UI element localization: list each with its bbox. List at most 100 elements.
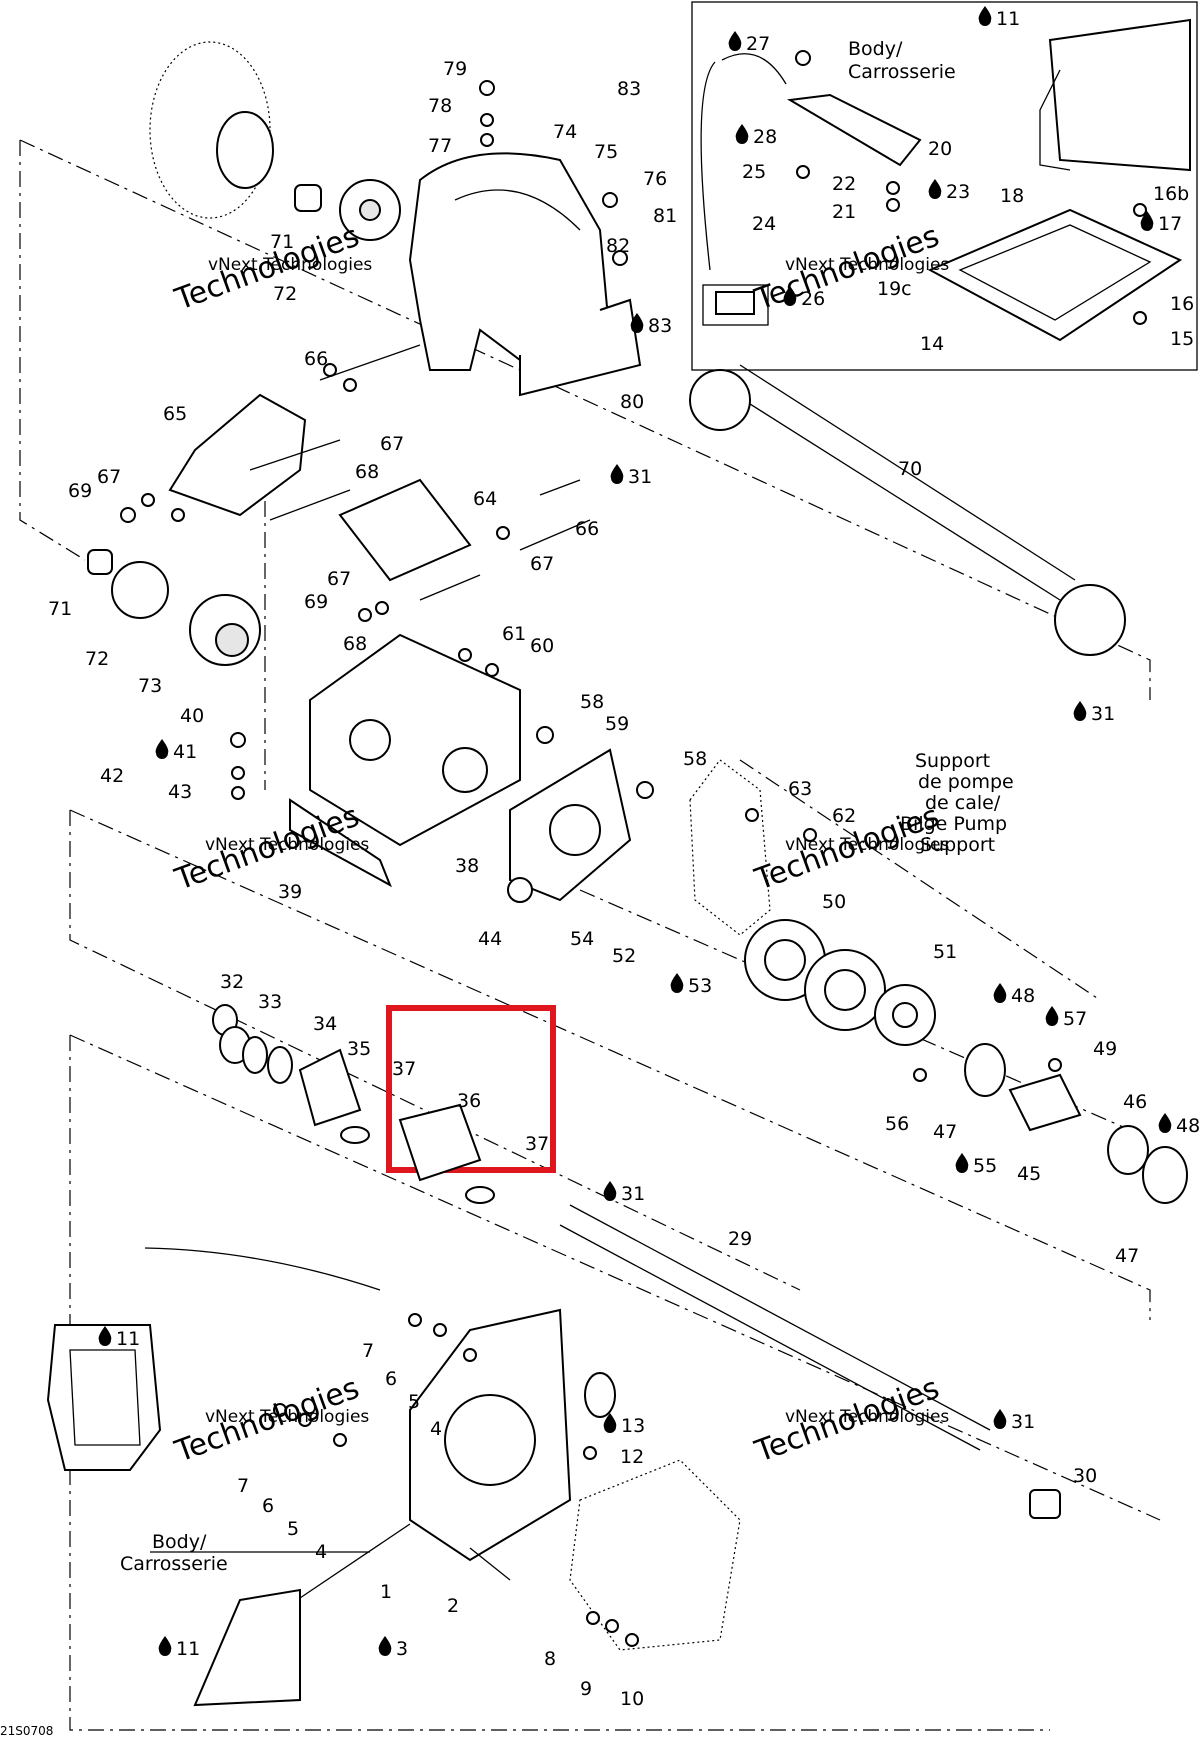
part-label: 8 — [544, 1648, 556, 1670]
part-label: 41 — [173, 741, 197, 763]
oil-drop-icon — [670, 973, 684, 993]
part-label: 28 — [753, 126, 777, 148]
part-label: 31 — [1011, 1411, 1035, 1433]
part-label: 71 — [48, 598, 72, 620]
coupler-lower — [87, 549, 261, 666]
part-label: 30 — [1073, 1465, 1097, 1487]
part-label: 67 — [327, 568, 351, 590]
part-label: 72 — [273, 283, 297, 305]
part-label: 47 — [933, 1121, 957, 1143]
oil-drop-icon — [603, 1413, 617, 1433]
part-label: 2 — [447, 1595, 459, 1617]
part-label: 81 — [653, 205, 677, 227]
oil-drop-icon — [378, 1636, 392, 1656]
part-label: 72 — [85, 648, 109, 670]
part-label: 26 — [801, 288, 825, 310]
part-label: 62 — [832, 805, 856, 827]
part-label: 29 — [728, 1228, 752, 1250]
part-label: 70 — [898, 458, 922, 480]
oil-drop-icon — [993, 1409, 1007, 1429]
impeller-housing-ghost — [149, 41, 274, 219]
part-label: 58 — [580, 691, 604, 713]
part-label: 7 — [237, 1475, 249, 1497]
part-label: 47 — [1115, 1245, 1139, 1267]
oil-drop-icon — [928, 179, 942, 199]
part-label: 75 — [594, 141, 618, 163]
svg-text:vNext Technologies: vNext Technologies — [208, 255, 372, 275]
part-label: 4 — [430, 1418, 442, 1440]
boot-assembly-36 — [212, 1004, 495, 1204]
bearing-housing-45 — [964, 1043, 1188, 1204]
part-label: 63 — [788, 778, 812, 800]
part-label: 37 — [525, 1133, 549, 1155]
svg-text:vNext Technologies: vNext Technologies — [785, 1407, 949, 1427]
svg-text:vNext Technologies: vNext Technologies — [205, 1407, 369, 1427]
part-label: 46 — [1123, 1091, 1147, 1113]
oil-drop-icon — [728, 31, 742, 51]
note-bilge-line5: Support — [920, 834, 995, 856]
part-label: 37 — [392, 1058, 416, 1080]
part-label: 61 — [502, 623, 526, 645]
part-label: 16b — [1153, 183, 1189, 205]
part-label: 60 — [530, 635, 554, 657]
oil-drop-icon — [783, 286, 797, 306]
hull-insert-14 — [927, 208, 1183, 342]
part-label: 7 — [362, 1340, 374, 1362]
part-label: 83 — [617, 78, 641, 100]
part-label: 14 — [920, 333, 944, 355]
part-label: 68 — [355, 461, 379, 483]
part-label: 74 — [553, 121, 577, 143]
part-label: 54 — [570, 928, 594, 950]
part-label: 20 — [928, 138, 952, 160]
part-label: 18 — [1000, 185, 1024, 207]
part-label: 82 — [606, 235, 630, 257]
part-label: 45 — [1017, 1163, 1041, 1185]
svg-text:vNext Technologies: vNext Technologies — [785, 835, 949, 855]
part-label: 31 — [628, 466, 652, 488]
oil-drop-icon — [610, 464, 624, 484]
part-label: 44 — [478, 928, 502, 950]
part-label: 40 — [180, 705, 204, 727]
part-label: 31 — [621, 1183, 645, 1205]
highlight-box — [386, 1005, 556, 1173]
part-label: 1 — [380, 1581, 392, 1603]
part-label: 5 — [408, 1391, 420, 1413]
oil-drop-icon — [603, 1181, 617, 1201]
part-label: 38 — [455, 855, 479, 877]
note-body-top-line2: Carrosserie — [848, 61, 956, 83]
svg-text:vNext Technologies: vNext Technologies — [785, 255, 949, 275]
oil-drop-icon — [1140, 211, 1154, 231]
oil-drop-icon — [955, 1153, 969, 1173]
part-label: 24 — [752, 213, 776, 235]
part-label: 57 — [1063, 1008, 1087, 1030]
pump-support-plate-44 — [507, 748, 632, 903]
part-label: 19c — [877, 278, 912, 300]
part-label: 66 — [575, 518, 599, 540]
part-label: 21 — [832, 201, 856, 223]
part-label: 64 — [473, 488, 497, 510]
part-label: 71 — [270, 231, 294, 253]
part-label: 11 — [996, 8, 1020, 30]
part-label: 15 — [1170, 328, 1194, 350]
part-label: 58 — [683, 748, 707, 770]
oil-drop-icon — [978, 6, 992, 26]
part-label: 48 — [1011, 985, 1035, 1007]
part-label: 66 — [304, 348, 328, 370]
note-bilge-line4: Bilge Pump — [900, 813, 1007, 835]
part-label: 33 — [258, 991, 282, 1013]
part-label: 42 — [100, 765, 124, 787]
oil-drop-icon — [1158, 1113, 1172, 1133]
plate-11-inset — [1039, 18, 1191, 172]
shaft-guard — [408, 152, 642, 397]
main-support-38 — [289, 633, 521, 888]
oil-drop-icon — [158, 1636, 172, 1656]
oil-drop-icon — [993, 983, 1007, 1003]
part-label: 16 — [1170, 293, 1194, 315]
support-20 — [786, 93, 922, 167]
note-bilge-line2: de pompe — [918, 771, 1014, 793]
part-label: 76 — [643, 168, 667, 190]
oil-drop-icon — [1045, 1006, 1059, 1026]
part-label: 79 — [443, 58, 467, 80]
part-label: 48 — [1176, 1115, 1200, 1137]
